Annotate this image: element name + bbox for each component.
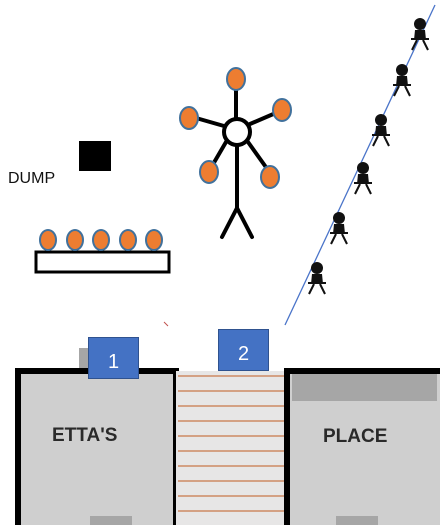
rack-ball xyxy=(39,229,57,251)
stick-figure xyxy=(194,84,280,239)
person-icon xyxy=(393,64,411,97)
building-right-label: PLACE xyxy=(323,426,388,447)
person-icon xyxy=(330,212,348,245)
person-icon xyxy=(411,18,429,51)
walkway xyxy=(176,371,287,525)
rack-ball xyxy=(145,229,163,251)
dump-label: DUMP xyxy=(8,170,56,187)
marker-1: 1 xyxy=(88,337,139,379)
rack-ball xyxy=(66,229,84,251)
juggling-ball xyxy=(179,106,199,130)
ball-rack xyxy=(34,250,171,274)
person-icon xyxy=(372,114,390,147)
person-icons xyxy=(308,18,429,295)
rack-balls xyxy=(39,229,163,251)
juggling-ball xyxy=(226,67,246,91)
juggling-ball xyxy=(199,160,219,184)
juggling-balls xyxy=(179,67,292,189)
rack-ball xyxy=(119,229,137,251)
juggling-ball xyxy=(260,165,280,189)
juggling-ball xyxy=(272,98,292,122)
building-right xyxy=(284,368,440,525)
marker-2: 2 xyxy=(218,329,269,371)
person-icon xyxy=(354,162,372,195)
red-tick xyxy=(163,321,169,327)
dump-square xyxy=(79,141,111,171)
rack-ball xyxy=(92,229,110,251)
person-icon xyxy=(308,262,326,295)
building-left-label: ETTA'S xyxy=(52,425,118,446)
